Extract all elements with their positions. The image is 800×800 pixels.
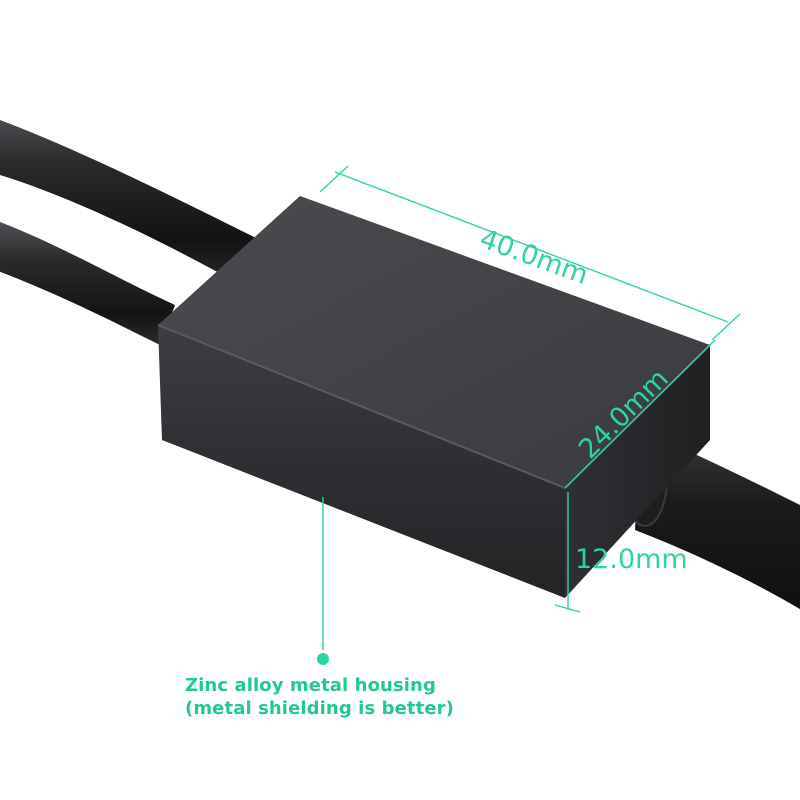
caption-leader-dot — [317, 653, 329, 665]
caption-line-2: (metal shielding is better) — [185, 698, 454, 719]
height-extension-bottom — [554, 604, 581, 613]
lower-left-cable — [0, 222, 175, 345]
housing-caption: Zinc alloy metal housing (metal shieldin… — [185, 674, 485, 720]
housing-side-face — [565, 345, 710, 598]
length-extension-right — [711, 313, 741, 341]
housing-front-face — [158, 325, 565, 598]
width-dimension-line — [564, 339, 716, 489]
zinc-alloy-housing — [157, 196, 711, 598]
left-cables — [0, 120, 270, 345]
length-extension-left — [319, 165, 349, 193]
height-dimension-label: 12.0mm — [575, 544, 688, 575]
dimension-lines — [319, 165, 741, 650]
housing-top-face — [158, 196, 710, 488]
caption-line-1: Zinc alloy metal housing — [185, 675, 436, 696]
upper-left-cable — [0, 120, 270, 290]
length-dimension-line — [334, 171, 729, 323]
